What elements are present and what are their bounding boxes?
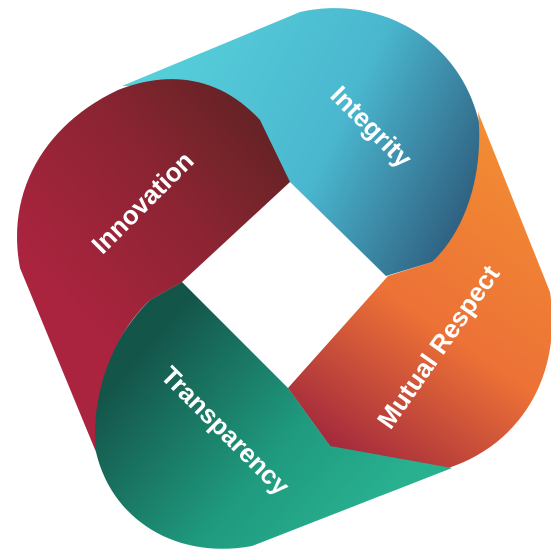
mutual-respect-band [288,112,551,476]
transparency-band [93,282,452,549]
innovation-band [17,79,290,452]
integrity-band [122,8,484,277]
